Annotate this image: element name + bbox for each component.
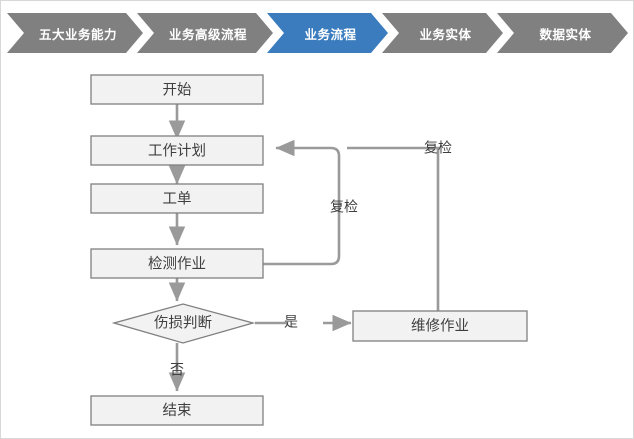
breadcrumb: 五大业务能力 业务高级流程 业务流程 业务实体 数据实体: [1, 13, 634, 53]
breadcrumb-item-3[interactable]: 业务实体: [382, 13, 503, 53]
edge-label-yes: 是: [284, 314, 298, 330]
node-end[interactable]: 结束: [90, 395, 264, 426]
breadcrumb-item-1[interactable]: 业务高级流程: [137, 13, 273, 53]
flowchart-canvas: 开始 工作计划 工单 检测作业 伤损判断: [1, 53, 633, 438]
edge-label-recheck-outer: 复检: [424, 140, 452, 156]
edge-repair-recheck-to-workplan: [347, 146, 440, 311]
node-repair[interactable]: 维修作业: [352, 310, 528, 342]
breadcrumb-item-4-label: 数据实体: [539, 27, 592, 42]
node-workplan[interactable]: 工作计划: [90, 135, 264, 166]
node-start[interactable]: 开始: [90, 74, 264, 105]
breadcrumb-item-0-label: 五大业务能力: [38, 27, 117, 42]
node-decision-label: 伤损判断: [154, 314, 212, 331]
node-inspect[interactable]: 检测作业: [90, 248, 264, 279]
edge-label-no: 否: [170, 362, 184, 378]
breadcrumb-item-1-label: 业务高级流程: [168, 27, 247, 42]
node-inspect-label: 检测作业: [148, 255, 206, 272]
node-start-label: 开始: [163, 81, 192, 98]
breadcrumb-item-0[interactable]: 五大业务能力: [7, 13, 143, 53]
node-workorder-label: 工单: [163, 190, 192, 207]
breadcrumb-item-2[interactable]: 业务流程: [267, 13, 388, 53]
edge-label-recheck-inner: 复检: [330, 199, 358, 215]
node-end-label: 结束: [163, 402, 192, 419]
breadcrumb-item-4[interactable]: 数据实体: [497, 13, 628, 53]
node-workorder[interactable]: 工单: [90, 183, 264, 214]
node-workplan-label: 工作计划: [148, 142, 206, 159]
node-decision[interactable]: 伤损判断: [111, 303, 256, 344]
edge-inspect-recheck-to-workplan: [263, 139, 341, 266]
breadcrumb-item-3-label: 业务实体: [419, 27, 472, 42]
breadcrumb-item-2-label: 业务流程: [304, 27, 357, 42]
node-repair-label: 维修作业: [411, 317, 469, 334]
